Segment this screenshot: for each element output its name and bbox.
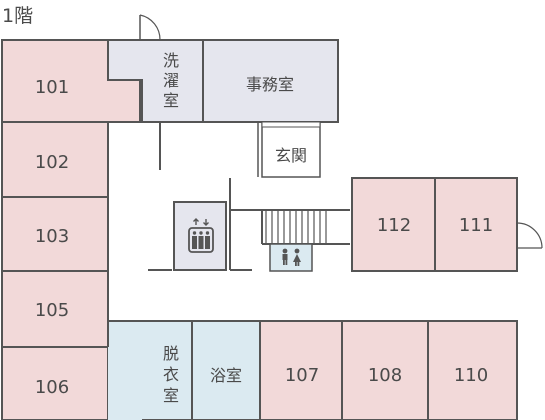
room-107-label: 107: [285, 365, 319, 386]
laundry-label-1: 洗: [163, 51, 179, 70]
office-label: 事務室: [246, 75, 294, 94]
room-111-label: 111: [459, 215, 493, 236]
restroom[interactable]: [269, 243, 313, 272]
room-103[interactable]: 103: [1, 196, 109, 272]
dressing-label-1: 脱: [163, 344, 179, 363]
floor-label: 1階: [2, 5, 33, 27]
bathroom[interactable]: 浴室: [191, 320, 261, 420]
room-105[interactable]: 105: [1, 270, 109, 348]
laundry-label-2: 濯: [163, 71, 179, 90]
room-105-label: 105: [35, 300, 69, 321]
room-103-label: 103: [35, 226, 69, 247]
room-108-label: 108: [368, 365, 402, 386]
room-111[interactable]: 111: [434, 177, 518, 272]
dressing-label-2: 衣: [163, 365, 179, 384]
room-112[interactable]: 112: [351, 177, 436, 272]
dressing-room[interactable]: 脱 衣 室: [107, 320, 193, 420]
door-swing-top: [139, 14, 161, 41]
bath-label: 浴室: [210, 366, 242, 385]
room-110-label: 110: [454, 365, 488, 386]
room-101-label: 101: [35, 77, 69, 98]
restroom-icon: [282, 248, 301, 266]
room-107[interactable]: 107: [259, 320, 343, 420]
entrance-label: 玄関: [275, 146, 307, 165]
room-106-label: 106: [35, 377, 69, 398]
room-110[interactable]: 110: [427, 320, 518, 420]
room-112-label: 112: [377, 215, 411, 236]
elevator[interactable]: [173, 201, 227, 271]
door-swing-right: [516, 222, 543, 249]
room-108[interactable]: 108: [341, 320, 429, 420]
laundry-label-3: 室: [163, 91, 179, 110]
dressing-label-3: 室: [163, 386, 179, 405]
staircase: [261, 210, 350, 245]
office-room[interactable]: 事務室: [202, 39, 339, 123]
entrance[interactable]: 玄関: [257, 121, 321, 178]
elevator-icon: [188, 218, 214, 253]
room-102-label: 102: [35, 152, 69, 173]
room-102[interactable]: 102: [1, 121, 109, 198]
